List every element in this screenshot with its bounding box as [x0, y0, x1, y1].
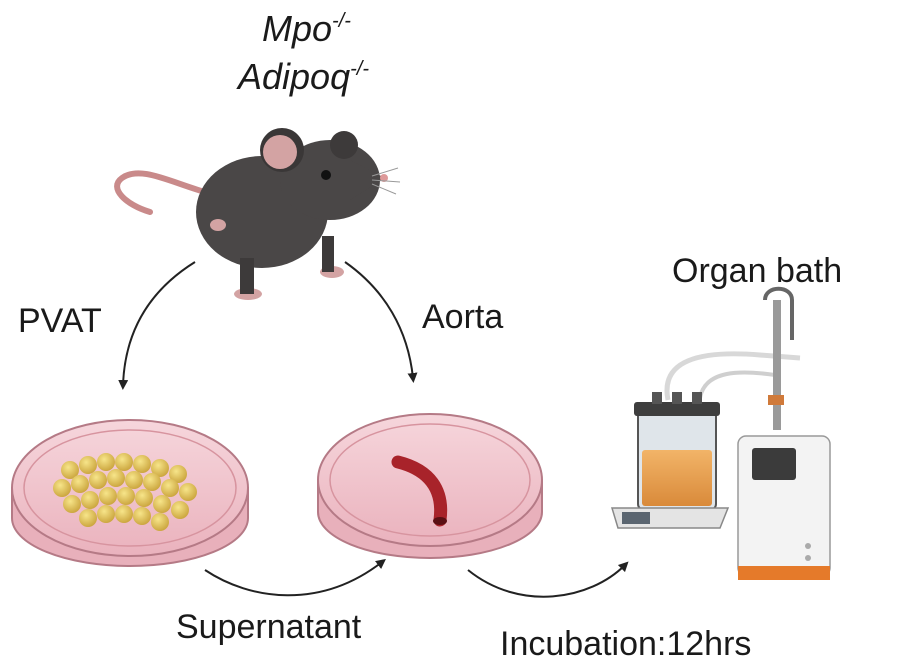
label-supernatant: Supernatant	[176, 608, 362, 646]
mouse-whiskers	[371, 167, 401, 195]
mouse-nose	[380, 174, 388, 182]
gene-adipoq-name: Adipoq	[238, 56, 351, 97]
mouse-illustration	[114, 128, 401, 300]
genotype-mpo: Mpo-/-	[262, 8, 351, 50]
arrow-incubation	[467, 561, 629, 598]
organ-bath-apparatus	[610, 286, 831, 580]
genotype-adipoq: Adipoq-/-	[238, 56, 369, 98]
pvat-fat-cells	[53, 453, 197, 531]
mouse-leg-back	[240, 258, 254, 294]
label-aorta: Aorta	[422, 298, 504, 336]
organ-bath-stand	[773, 300, 781, 430]
pvat-dish	[11, 419, 249, 567]
gene-mpo-name: Mpo	[262, 8, 333, 49]
organ-bath-screen	[752, 448, 796, 480]
label-incubation: Incubation:12hrs	[500, 625, 752, 663]
aorta-vessel	[391, 455, 448, 527]
mouse-ear-right	[330, 131, 358, 159]
arrow-to-aorta	[344, 261, 418, 383]
gene-mpo-superscript: -/-	[332, 10, 351, 32]
mouse-head	[280, 140, 380, 220]
mouse-snout	[350, 160, 385, 200]
organ-bath-fluid	[642, 450, 712, 506]
mouse-eye	[321, 170, 331, 180]
arrow-supernatant	[204, 558, 386, 597]
label-pvat: PVAT	[18, 302, 102, 340]
mouse-ear	[263, 135, 297, 169]
aorta-dish	[317, 413, 543, 559]
aorta-vessel-lumen	[433, 517, 447, 525]
gene-adipoq-superscript: -/-	[350, 58, 369, 80]
arrow-to-pvat	[118, 261, 196, 390]
label-organ-bath: Organ bath	[672, 252, 843, 290]
organ-bath-tubing	[664, 351, 801, 401]
organ-bath-hook	[763, 286, 794, 340]
mouse-leg-front	[322, 236, 334, 272]
mouse-tail	[114, 170, 208, 215]
